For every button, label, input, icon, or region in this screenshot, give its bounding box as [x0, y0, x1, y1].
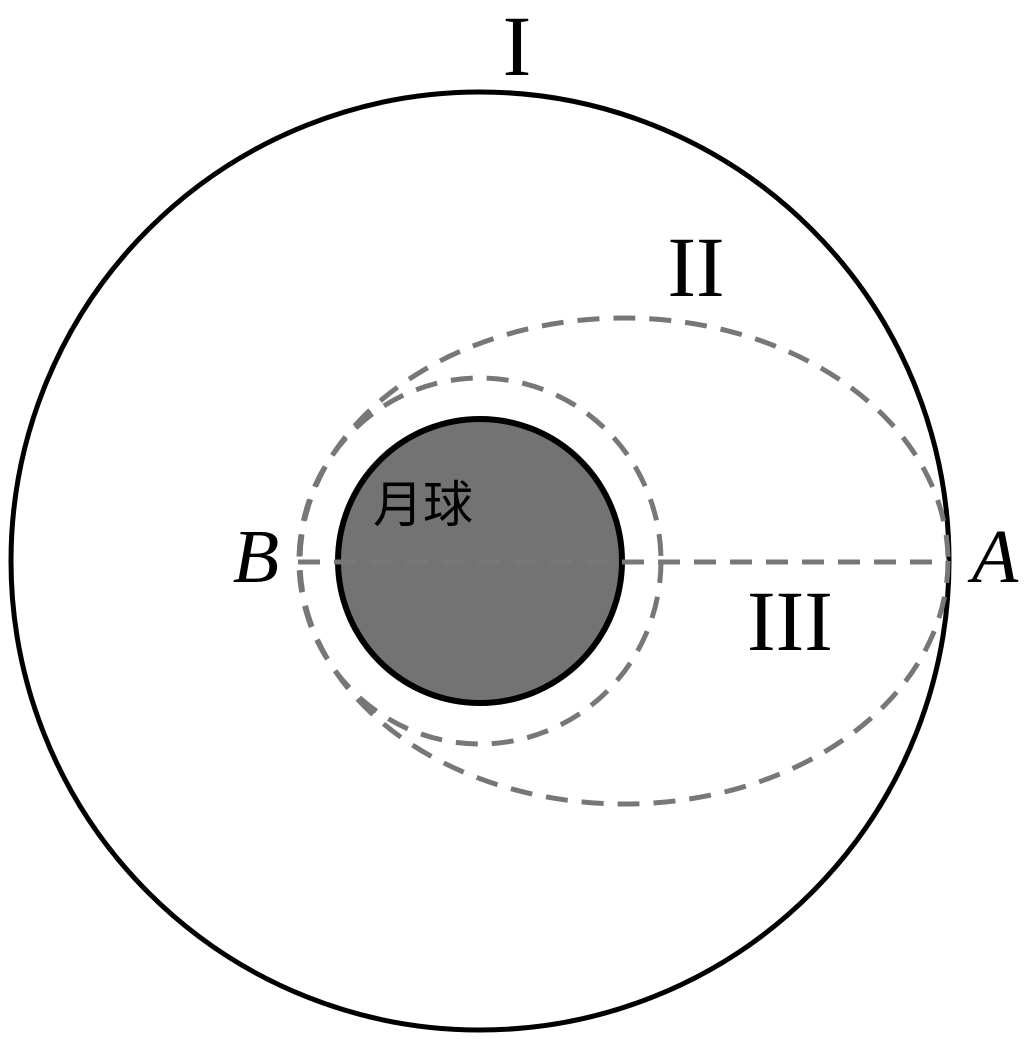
point-b-label: B — [233, 515, 279, 599]
orbit-3-label: III — [747, 573, 833, 669]
orbit-2-label: II — [667, 219, 724, 315]
orbit-1-label: I — [503, 0, 532, 94]
point-a-label: A — [967, 515, 1019, 599]
moon-label: 月球 — [373, 476, 473, 534]
